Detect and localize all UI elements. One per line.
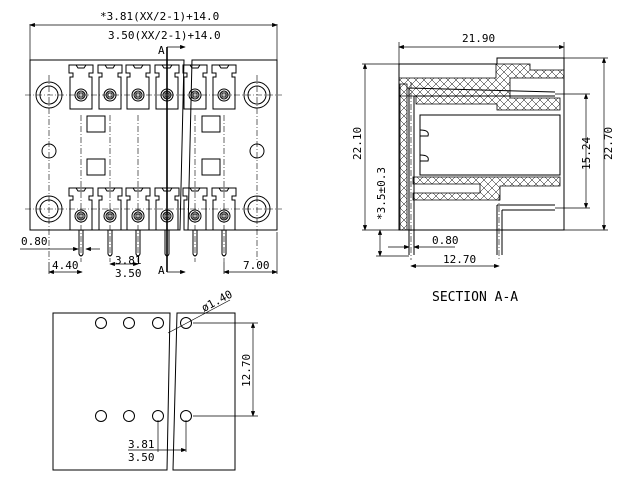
front-view: *3.81(XX/2-1)+14.0 3.50(XX/2-1)+14.0 A A xyxy=(20,10,282,280)
dim-hole-dia: ø1.40 xyxy=(199,288,234,315)
pcb-hole-bottom xyxy=(95,410,107,422)
leader-hole-dia xyxy=(167,299,231,334)
terminal-top xyxy=(211,64,237,110)
dim-row-spacing: 12.70 xyxy=(240,354,253,387)
housing-right xyxy=(187,59,278,231)
dim-pin-spacing: 12.70 xyxy=(443,253,476,266)
dim-pitch-350-front: 3.50 xyxy=(115,267,142,280)
dim-height-2210: 22.10 xyxy=(351,127,364,160)
dim-pitch-381-pcb: 3.81 xyxy=(128,438,155,451)
dim-edge-right: 7.00 xyxy=(243,259,270,272)
terminal-top xyxy=(97,64,123,110)
pcb-hole-top xyxy=(152,317,164,329)
wire-cavity xyxy=(419,114,561,176)
dim-pin-dia-front: 0.80 xyxy=(21,235,48,248)
pcb-left xyxy=(52,312,171,471)
pcb-right xyxy=(172,312,236,471)
dim-pin-len: *3.5±0.3 xyxy=(375,167,388,220)
left-wall-hatch xyxy=(399,83,408,231)
section-mark-top: A xyxy=(158,44,165,57)
dim-total-350: 3.50(XX/2-1)+14.0 xyxy=(108,29,221,42)
dim-pitch-350-pcb: 3.50 xyxy=(128,451,155,464)
terminal-top xyxy=(182,64,208,110)
section-mark-bottom: A xyxy=(158,264,165,277)
upper-pin xyxy=(408,87,556,255)
dim-width: 21.90 xyxy=(462,32,495,45)
housing-left xyxy=(29,59,185,231)
window-tl xyxy=(86,115,106,133)
dim-total-381: *3.81(XX/2-1)+14.0 xyxy=(100,10,219,23)
pcb-hole-top xyxy=(123,317,135,329)
window-br xyxy=(201,158,221,176)
pcb-hole-bottom xyxy=(123,410,135,422)
spring-clip xyxy=(419,129,429,162)
dim-pitch-381-front: 3.81 xyxy=(115,254,142,267)
lower-pin xyxy=(496,204,555,255)
section-view: 21.90 22.10 22.70 15.24 xyxy=(351,32,615,305)
dim-height-2270: 22.70 xyxy=(602,127,615,160)
bottom-wall-hatch xyxy=(412,176,561,201)
pcb-hole-top xyxy=(180,317,192,329)
dim-edge-left: 4.40 xyxy=(52,259,79,272)
terminal-top xyxy=(68,64,94,110)
dim-pin-height: 15.24 xyxy=(580,137,593,170)
pcb-layout: ø1.40 12.70 3.81 3.50 xyxy=(52,288,258,471)
pcb-hole-top xyxy=(95,317,107,329)
pcb-hole-bottom xyxy=(180,410,192,422)
section-title: SECTION A-A xyxy=(432,290,518,305)
top-wall-hatch xyxy=(398,63,565,111)
window-bl xyxy=(86,158,106,176)
pcb-hole-bottom xyxy=(152,410,164,422)
window-tr xyxy=(201,115,221,133)
dim-pin-dia-section: 0.80 xyxy=(432,234,459,247)
terminal-top xyxy=(125,64,151,110)
